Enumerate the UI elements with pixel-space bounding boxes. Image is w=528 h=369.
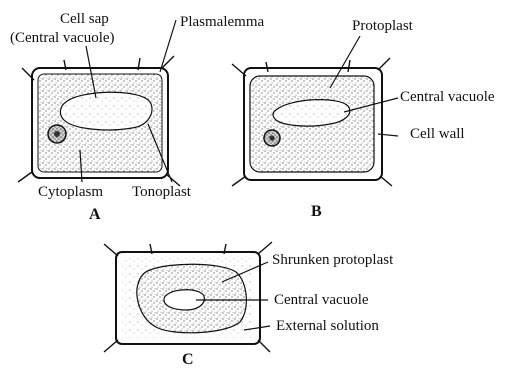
cell-a-label-tonoplast: Tonoplast: [132, 184, 192, 200]
cell-a-nucleus: [48, 125, 66, 143]
cell-b-label-cell-wall: Cell wall: [410, 126, 465, 142]
cell-c-caption: C: [182, 351, 194, 368]
cell-a-label-plasmalemma: Plasmalemma: [180, 14, 264, 30]
cell-c-label-central-vacuole: Central vacuole: [274, 292, 369, 308]
cell-b-nucleus: [264, 130, 280, 146]
cell-a-label-cell-sap: Cell sap: [60, 11, 109, 27]
cell-a-central-vacuole: [60, 92, 152, 130]
cell-a-caption: A: [89, 206, 101, 223]
cell-a-label-cytoplasm: Cytoplasm: [38, 184, 103, 200]
cell-a: Cell sap (Central vacuole) Plasmalemma C…: [10, 11, 264, 223]
cell-c-label-external-solution: External solution: [276, 318, 379, 334]
cell-b-label-central-vacuole: Central vacuole: [400, 89, 495, 105]
cell-b-label-protoplast: Protoplast: [352, 18, 414, 34]
cell-c: Shrunken protoplast Central vacuole Exte…: [104, 242, 394, 368]
cell-b-caption: B: [311, 203, 322, 220]
cell-a-label-central-vacuole: (Central vacuole): [10, 30, 115, 46]
cell-b: Protoplast Central vacuole Cell wall B: [232, 18, 495, 220]
cell-c-label-shrunken-protoplast: Shrunken protoplast: [272, 252, 394, 268]
